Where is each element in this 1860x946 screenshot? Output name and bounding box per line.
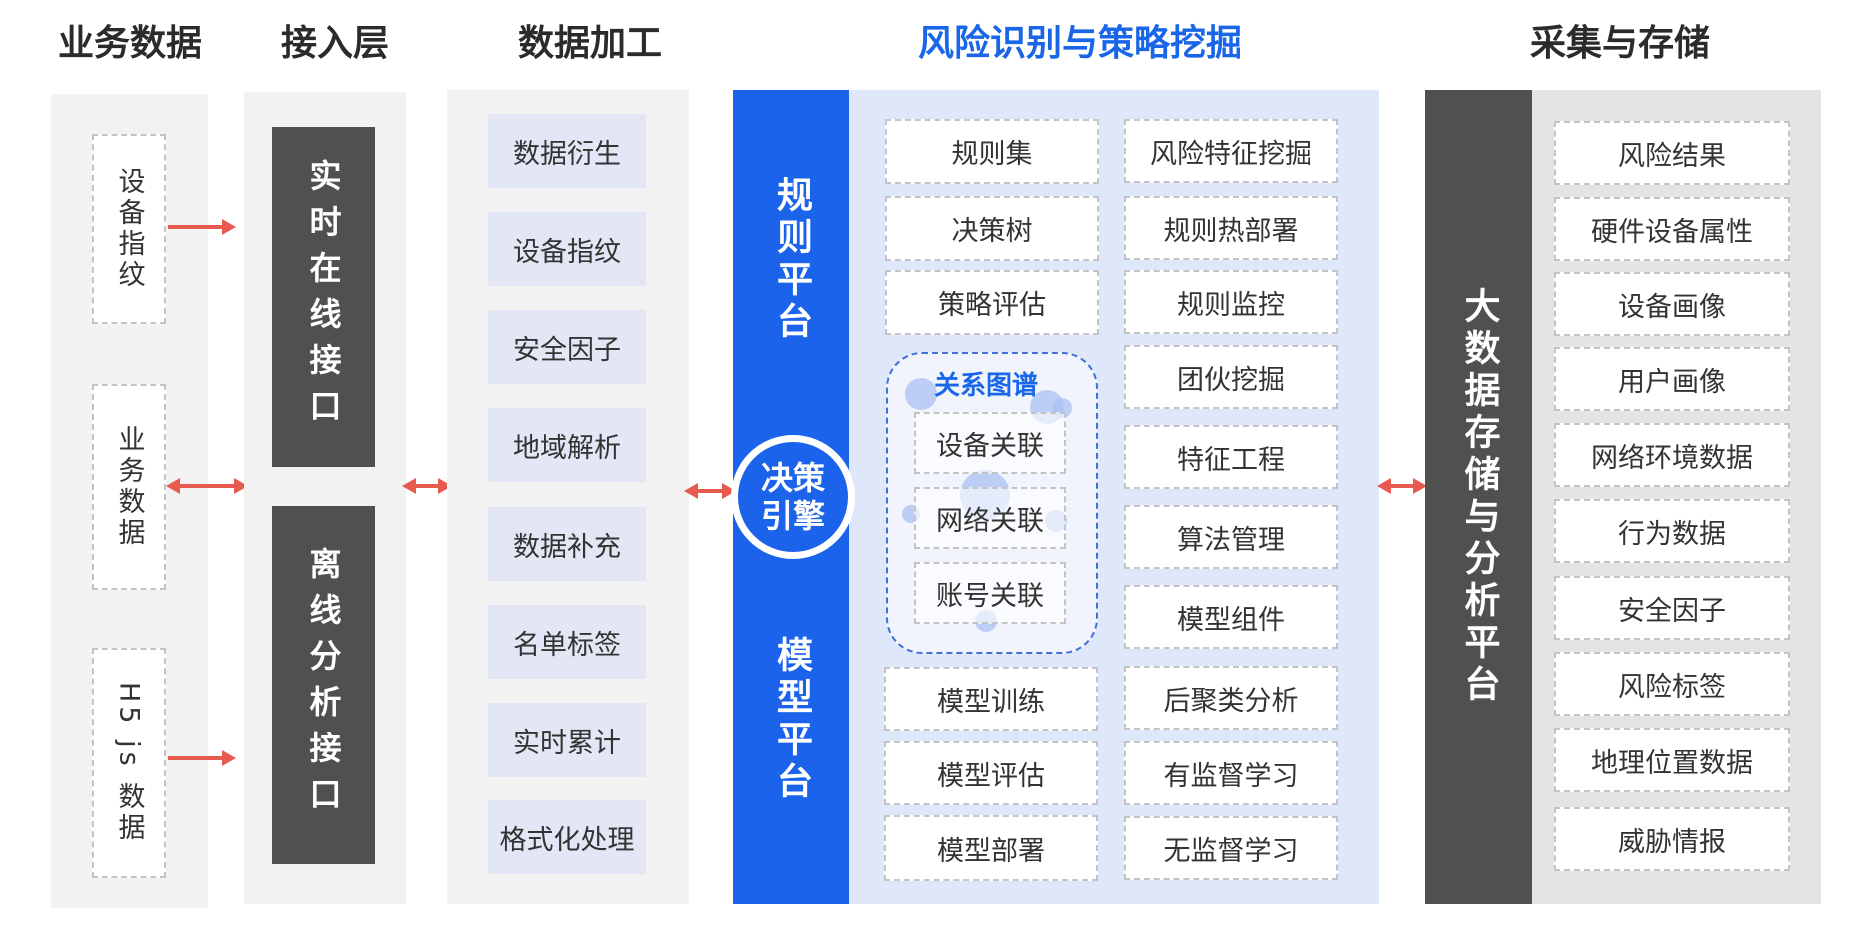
business-item-business-data: 业务数据 [92,384,166,590]
relation-graph-title: 关系图谱 [933,371,1038,401]
realtime-interface: 实时在线接口 [272,127,375,467]
realtime-interface-label: 实时在线接口 [304,159,343,435]
decision-engine-label-2: 引擎 [760,497,825,535]
business-item-label: 设备指纹 [113,167,145,291]
graph-node-dot [905,378,937,410]
storage-item: 硬件设备属性 [1554,197,1790,261]
model-platform-label: 模型平台 [771,636,812,804]
risk-item: 模型训练 [884,667,1098,731]
risk-item: 后聚类分析 [1124,666,1338,730]
risk-item: 有监督学习 [1124,741,1338,805]
process-item: 安全因子 [488,310,646,384]
storage-item: 威胁情报 [1554,807,1790,871]
risk-item: 特征工程 [1124,425,1338,489]
storage-item: 风险结果 [1554,121,1790,185]
offline-interface-label: 离线分析接口 [304,547,343,823]
arrow-bidirectional-1 [166,478,248,494]
risk-item: 无监督学习 [1124,816,1338,880]
arrow-bidirectional-2 [402,478,452,494]
relation-item: 网络关联 [914,487,1066,549]
header-collection-storage: 采集与存储 [1529,23,1710,64]
business-item-device-fingerprint: 设备指纹 [92,134,166,324]
risk-item: 规则热部署 [1124,196,1338,260]
process-item: 设备指纹 [488,212,646,286]
process-item: 地域解析 [488,408,646,482]
storage-item: 地理位置数据 [1554,728,1790,792]
relation-item: 设备关联 [914,412,1066,474]
big-data-platform-label: 大数据存储与分析平台 [1458,287,1500,707]
process-item: 数据衍生 [488,114,646,188]
storage-item: 用户画像 [1554,347,1790,411]
decision-engine-circle: 决策 引擎 [731,435,855,559]
header-risk-identification: 风险识别与策略挖掘 [917,23,1242,64]
model-platform: 模型平台 [733,620,849,820]
arrow-bidirectional-3 [684,483,736,499]
storage-item: 安全因子 [1554,576,1790,640]
process-item: 格式化处理 [488,800,646,874]
risk-item: 决策树 [885,196,1099,261]
risk-item: 规则集 [885,119,1099,184]
risk-item: 模型部署 [884,815,1098,881]
rule-platform-label: 规则平台 [771,176,812,344]
storage-item: 行为数据 [1554,499,1790,563]
business-item-label: H5 js 数据 [113,681,145,845]
arrow-right-1 [168,219,236,235]
header-business-data: 业务数据 [57,23,202,64]
process-item: 名单标签 [488,605,646,679]
process-item: 实时累计 [488,703,646,777]
header-access-layer: 接入层 [280,23,389,64]
business-item-label: 业务数据 [113,425,145,549]
risk-item: 规则监控 [1124,270,1338,334]
risk-item: 团伙挖掘 [1124,345,1338,409]
relation-item: 账号关联 [914,562,1066,624]
risk-item: 策略评估 [885,270,1099,335]
risk-item: 模型评估 [884,741,1098,805]
big-data-platform: 大数据存储与分析平台 [1425,90,1532,904]
rule-platform: 规则平台 [733,160,849,360]
business-item-h5-js: H5 js 数据 [92,648,166,878]
process-item: 数据补充 [488,507,646,581]
risk-item: 模型组件 [1124,585,1338,649]
risk-item: 算法管理 [1124,505,1338,569]
storage-item: 设备画像 [1554,272,1790,336]
risk-item: 风险特征挖掘 [1124,119,1338,183]
arrow-right-2 [168,750,236,766]
header-data-processing: 数据加工 [517,23,662,64]
offline-interface: 离线分析接口 [272,506,375,864]
decision-engine-label-1: 决策 [760,459,825,497]
storage-item: 网络环境数据 [1554,423,1790,487]
arrow-bidirectional-4 [1377,478,1427,494]
storage-item: 风险标签 [1554,652,1790,716]
